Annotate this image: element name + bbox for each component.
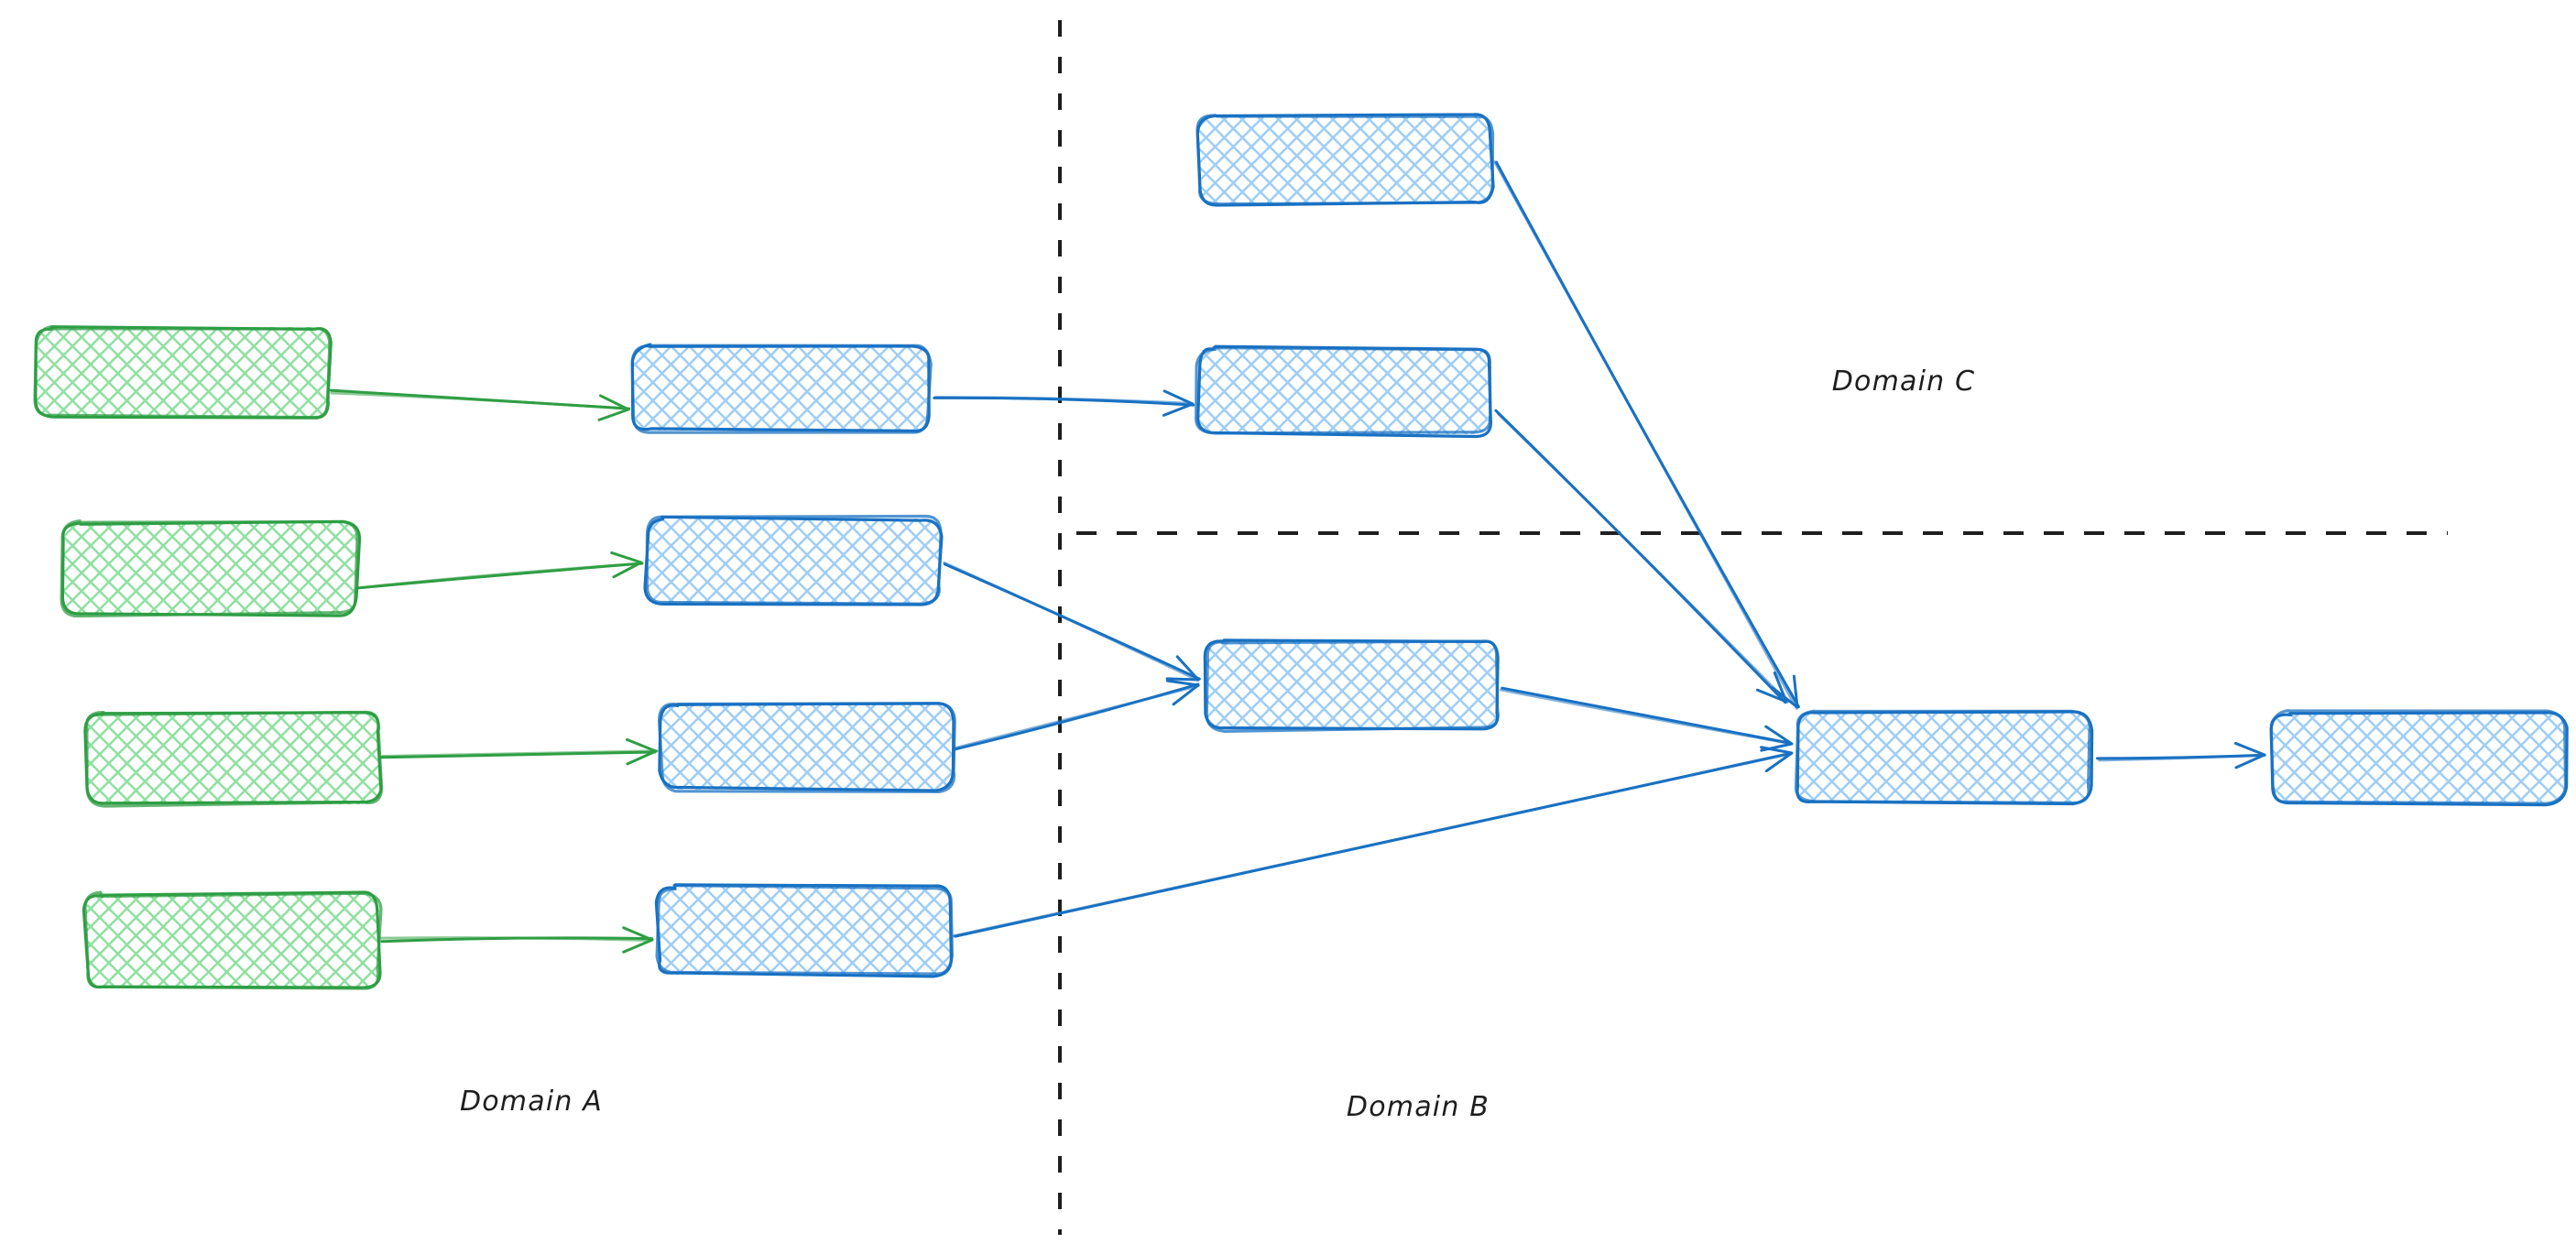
arrow-head-icon — [597, 394, 630, 421]
domain-dividers — [1058, 20, 2448, 1235]
node-fill — [661, 704, 955, 790]
edges-layer — [329, 160, 2266, 954]
edge-edge-g3-ba3[interactable] — [379, 737, 659, 766]
node-fill — [1198, 348, 1491, 434]
node-fill — [37, 327, 330, 417]
edge-edge-ba2-bb3[interactable] — [943, 561, 1201, 682]
arrow-head-icon — [1162, 389, 1195, 417]
node-green-2[interactable] — [60, 518, 362, 618]
node-outline — [1195, 114, 1495, 206]
edge-edge-bb3-bc1[interactable] — [1499, 686, 1794, 752]
node-blue-b3[interactable] — [1203, 638, 1500, 733]
node-outline — [1794, 709, 2091, 805]
node-blue-c1[interactable] — [1794, 709, 2094, 806]
node-fill — [658, 887, 951, 975]
node-blue-b2[interactable] — [1195, 344, 1492, 439]
edge-line — [1497, 412, 1789, 704]
arrow-head-icon — [1165, 655, 1200, 682]
node-fill — [86, 713, 379, 804]
node-outline — [83, 890, 383, 990]
arrow-head-icon — [622, 926, 654, 954]
node-outline — [1205, 639, 1500, 733]
node-green-3[interactable] — [83, 710, 384, 808]
node-blue-a2[interactable] — [643, 514, 944, 606]
node-green-4[interactable] — [82, 890, 383, 990]
node-outline — [60, 518, 359, 618]
node-fill — [1797, 713, 2090, 802]
node-outline — [2269, 709, 2568, 805]
edge-line — [2098, 753, 2265, 762]
arrow-head-icon — [1165, 679, 1200, 706]
node-outline — [85, 710, 384, 808]
edge-line — [1493, 160, 1798, 710]
node-outline — [657, 702, 956, 793]
arrow-head-icon — [1755, 671, 1788, 704]
edge-line — [1499, 688, 1794, 746]
edge-edge-g4-ba4[interactable] — [379, 926, 654, 954]
node-blue-a4[interactable] — [654, 883, 955, 978]
label-domain-a: Domain A — [460, 1086, 603, 1118]
edge-edge-ba4-bc1[interactable] — [951, 746, 1794, 938]
node-outline — [33, 324, 332, 420]
edge-edge-bc1-bc2[interactable] — [2096, 741, 2266, 769]
arrow-head-icon — [2233, 741, 2266, 769]
nodes-layer — [33, 113, 2569, 990]
node-blue-a3[interactable] — [657, 702, 956, 793]
node-blue-b1[interactable] — [1195, 113, 1495, 207]
node-fill — [634, 346, 929, 431]
edge-line — [1494, 160, 1800, 709]
edge-edge-ba1-bb2[interactable] — [933, 389, 1195, 417]
node-blue-a1[interactable] — [630, 343, 933, 434]
edge-line — [951, 684, 1200, 750]
edge-line — [381, 749, 659, 758]
label-domain-c: Domain C — [1832, 366, 1976, 398]
label-domain-b: Domain B — [1347, 1091, 1490, 1123]
node-outline — [655, 884, 955, 976]
node-blue-c2[interactable] — [2269, 709, 2569, 807]
node-fill — [1206, 641, 1499, 729]
node-outline — [1195, 346, 1492, 435]
edge-edge-ba3-bb3[interactable] — [951, 679, 1200, 751]
node-outline — [630, 344, 933, 434]
node-fill — [86, 894, 379, 988]
node-fill — [62, 522, 357, 614]
node-fill — [1198, 115, 1491, 203]
arrow-head-icon — [1760, 725, 1794, 752]
node-green-1[interactable] — [33, 324, 333, 420]
node-outline — [645, 514, 943, 606]
arrow-head-icon — [610, 551, 643, 579]
node-fill — [2272, 713, 2565, 802]
domain-labels-layer: Domain A Domain B Domain C — [460, 366, 1976, 1123]
edge-edge-bb1-bc1[interactable] — [1493, 160, 1800, 710]
node-fill — [647, 518, 940, 603]
edge-edge-g2-ba2[interactable] — [356, 551, 644, 590]
edge-line — [379, 936, 653, 943]
edge-edge-bb2-bc1[interactable] — [1494, 409, 1789, 704]
arrow-head-icon — [625, 737, 658, 766]
edge-line — [951, 752, 1793, 938]
edge-edge-g1-ba1[interactable] — [329, 388, 631, 421]
edge-line — [356, 562, 643, 590]
edge-line — [943, 561, 1199, 682]
edge-line — [330, 391, 630, 410]
edge-line — [933, 396, 1194, 405]
